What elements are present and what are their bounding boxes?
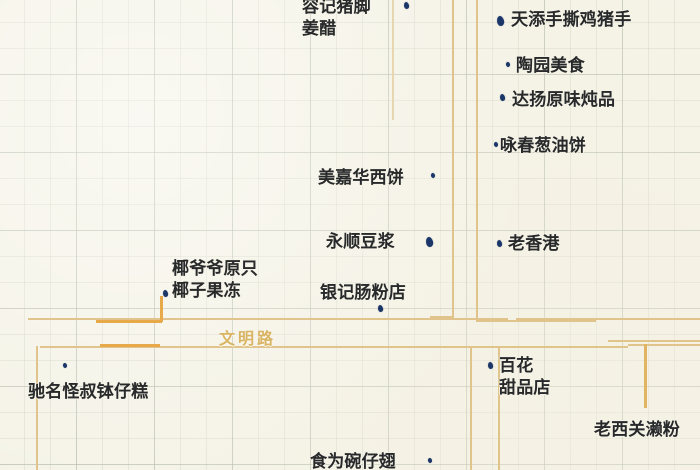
poi-label-meijiahua-xibing[interactable]: 美嘉华西饼 xyxy=(318,168,404,188)
poi-label-rongji-zhujiao-jiangcu[interactable]: 容记猪脚 姜醋 xyxy=(302,0,371,39)
road-elbow-center-bottom xyxy=(430,316,454,318)
road-connector-horizontal-highlight-lower xyxy=(100,344,160,347)
road-connector-vertical-highlight xyxy=(160,296,163,322)
road-vertical-lower-center xyxy=(498,346,500,470)
poi-label-chiming-guaishu-bozaigao[interactable]: 驰名怪叔钵仔糕 xyxy=(28,382,149,402)
poi-label-yongchun-congyoubing[interactable]: 咏春葱油饼 xyxy=(500,136,586,156)
poi-label-baihua-tianpindian[interactable]: 百花 甜品店 xyxy=(499,356,551,398)
road-wenming-south-mid-east xyxy=(476,346,628,348)
road-vertical-lower-midblock xyxy=(470,346,472,470)
poi-label-yinji-changfendian[interactable]: 银记肠粉店 xyxy=(320,283,406,303)
road-label-wenminglu: 文明路 xyxy=(219,329,277,348)
poi-label-yeyeye-yuanzhi-yezi-guodong[interactable]: 椰爷爷原只 椰子果冻 xyxy=(172,259,258,301)
road-vertical-center xyxy=(452,0,454,318)
road-vertical-upper-mid xyxy=(392,0,394,120)
road-connector-horizontal-highlight-upper xyxy=(96,320,162,323)
poi-label-shiwei-wanzaichi[interactable]: 食为碗仔翅 xyxy=(310,452,396,470)
road-elbow-center-east xyxy=(476,320,596,322)
road-wenming-south xyxy=(40,346,500,348)
road-vertical-center-east xyxy=(476,0,478,322)
poi-label-laoxianggang[interactable]: 老香港 xyxy=(508,234,560,254)
poi-label-dayang-yuanwei-dunpin[interactable]: 达扬原味炖品 xyxy=(512,90,616,110)
road-vertical-lower-right xyxy=(644,344,647,408)
poi-label-laoxiguan-laifen[interactable]: 老西关濑粉 xyxy=(594,420,680,440)
poi-label-tiantian-shousiji-zhushou[interactable]: 天添手撕鸡猪手 xyxy=(511,10,632,30)
poi-label-taoyuan-meishi[interactable]: 陶园美食 xyxy=(516,56,585,76)
road-wenming-north xyxy=(28,318,508,320)
poi-label-yongshun-doujiang[interactable]: 永顺豆浆 xyxy=(326,232,395,252)
road-lower-right-cross xyxy=(608,340,700,342)
road-wenming-south-east xyxy=(628,344,700,346)
road-wenming-north-east xyxy=(516,318,700,320)
road-vertical-lower-left xyxy=(36,346,38,470)
